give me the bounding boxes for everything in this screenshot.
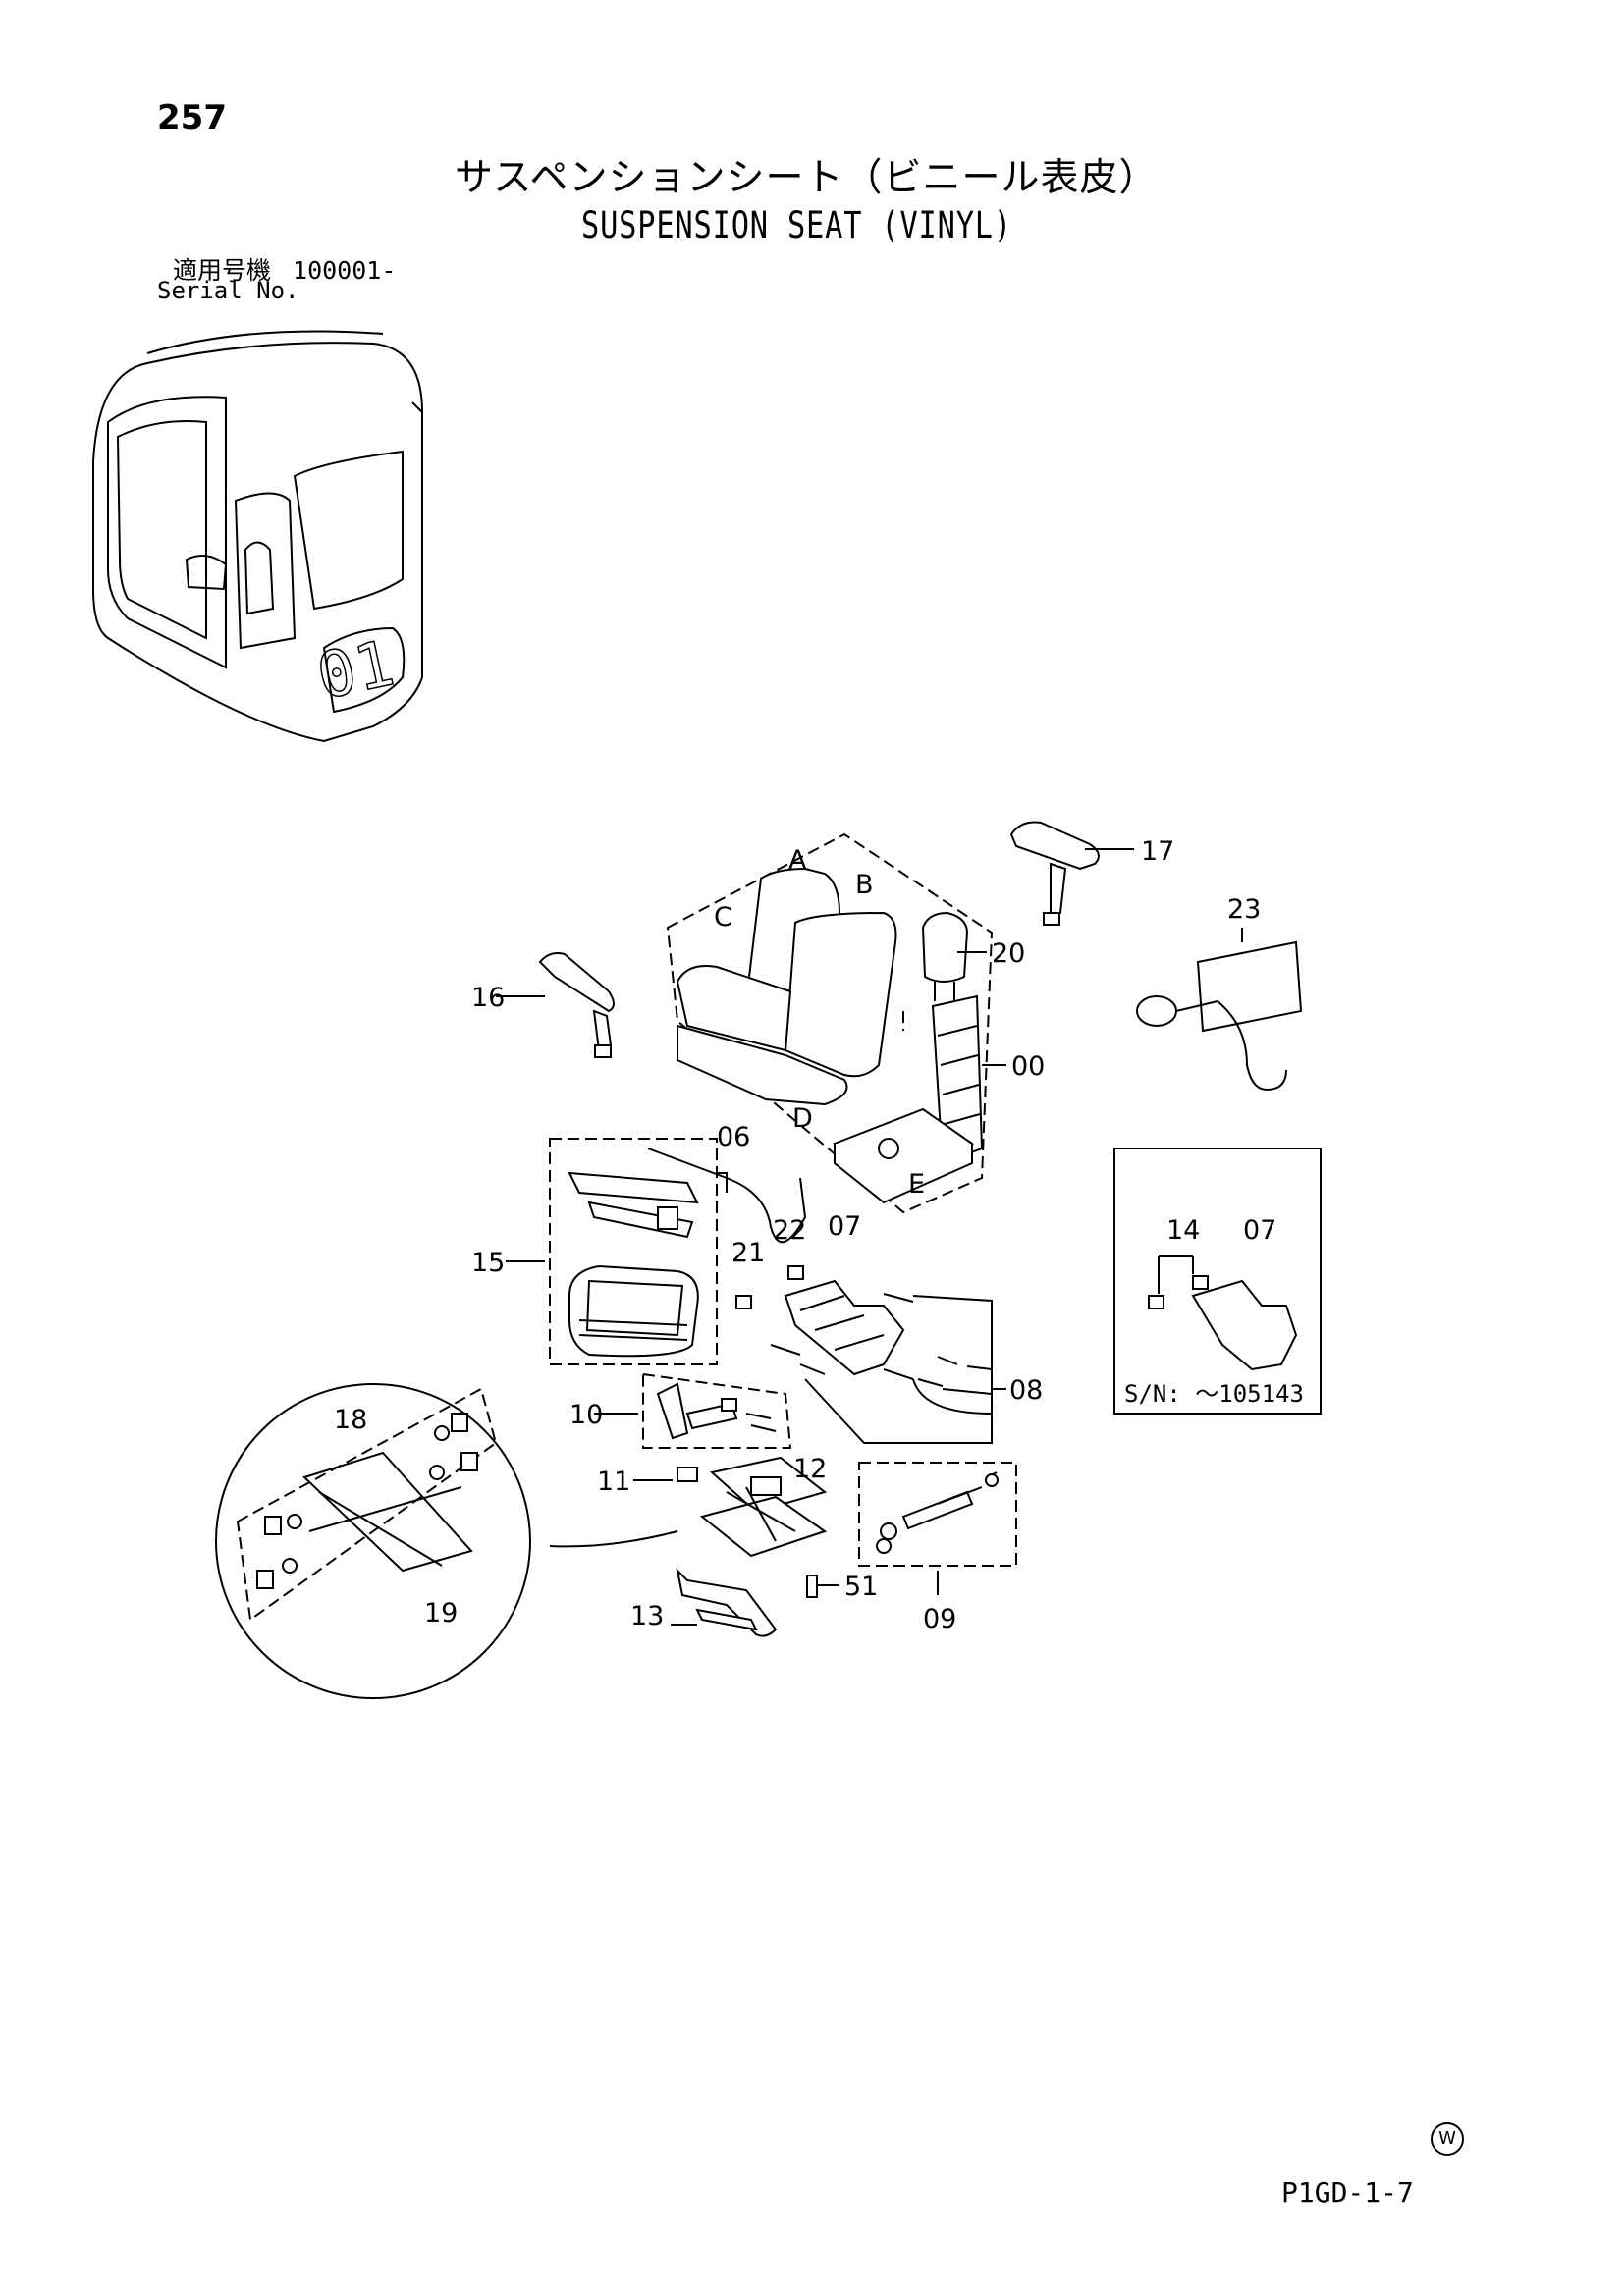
callout-12: 12 — [793, 1454, 827, 1484]
callout-08: 08 — [1009, 1375, 1043, 1406]
callout-13: 13 — [630, 1601, 664, 1631]
callout-17: 17 — [1141, 836, 1174, 867]
armrest-right — [1009, 821, 1100, 926]
inset-callout-07: 07 — [1243, 1215, 1276, 1246]
group-09-outline — [858, 1462, 1017, 1567]
group-10-outline — [642, 1372, 792, 1449]
shock-absorber — [876, 1471, 999, 1554]
lumbar-pump — [1136, 940, 1303, 1092]
headrest — [921, 911, 969, 1001]
callout-07: 07 — [828, 1211, 861, 1242]
callout-09: 09 — [923, 1604, 956, 1634]
callout-00: 00 — [1011, 1051, 1045, 1082]
inset-serial-note: S/N: ～105143 — [1124, 1380, 1304, 1408]
group-18-outline — [236, 1387, 498, 1622]
cab-illustration: 01 — [92, 330, 423, 743]
callout-C: C — [714, 902, 732, 933]
callout-21: 21 — [731, 1238, 765, 1268]
part-21-icon — [735, 1295, 752, 1309]
springs — [770, 1293, 993, 1444]
group-15-outline — [549, 1138, 718, 1365]
armrest-left — [538, 952, 615, 1058]
watermark-w-icon: W — [1431, 2122, 1464, 2156]
scissor-mechanism — [256, 1413, 478, 1589]
group-10-parts — [656, 1382, 777, 1440]
leader-lines — [496, 848, 1243, 1626]
callout-E: E — [908, 1169, 925, 1200]
callout-20: 20 — [992, 938, 1025, 969]
seat-group-outline — [666, 832, 994, 1214]
seat-frame — [832, 994, 984, 1204]
callout-16: 16 — [471, 983, 505, 1013]
seat-cushion — [676, 867, 897, 1106]
callout-51: 51 — [844, 1572, 878, 1602]
title-japanese: サスペンションシート（ビニール表皮） — [455, 156, 1159, 200]
callout-18: 18 — [334, 1405, 367, 1435]
page-code: P1GD-1-7 — [1281, 2176, 1414, 2209]
callout-19: 19 — [424, 1598, 458, 1629]
serial-label-jp: 適用号機 100001- — [173, 251, 396, 287]
cab-marking: 01 — [311, 627, 401, 714]
height-handle — [676, 1567, 818, 1637]
callout-B: B — [855, 870, 874, 900]
inset-box — [1113, 1148, 1322, 1415]
callout-11: 11 — [597, 1467, 630, 1497]
suspension-base — [677, 1456, 828, 1558]
callout-A: A — [788, 845, 807, 876]
detail-circle — [215, 1383, 531, 1699]
callout-labels: 17 23 16 20 00 A B C D E 06 15 22 21 07 … — [334, 836, 1304, 1634]
suspension-bracket — [784, 1279, 905, 1376]
detail-pointer — [549, 1530, 678, 1548]
slide-rails — [568, 1171, 699, 1358]
callout-22: 22 — [773, 1215, 806, 1246]
callout-D: D — [792, 1103, 813, 1134]
page-number: 257 — [157, 98, 227, 137]
callout-06: 06 — [717, 1122, 750, 1152]
callout-15: 15 — [471, 1248, 505, 1278]
inset-callout-14: 14 — [1166, 1215, 1200, 1246]
callout-23: 23 — [1227, 894, 1261, 925]
serial-value: 100001- — [293, 256, 397, 285]
title-english: SUSPENSION SEAT (VINYL) — [581, 204, 1012, 246]
serial-label-jp-text: 適用号機 — [173, 256, 272, 285]
part-22-icon — [787, 1265, 804, 1280]
inset-bracket — [1148, 1255, 1298, 1371]
serial-label-en: Serial No. — [157, 277, 299, 304]
cable-06 — [647, 1148, 807, 1244]
callout-10: 10 — [569, 1400, 603, 1430]
